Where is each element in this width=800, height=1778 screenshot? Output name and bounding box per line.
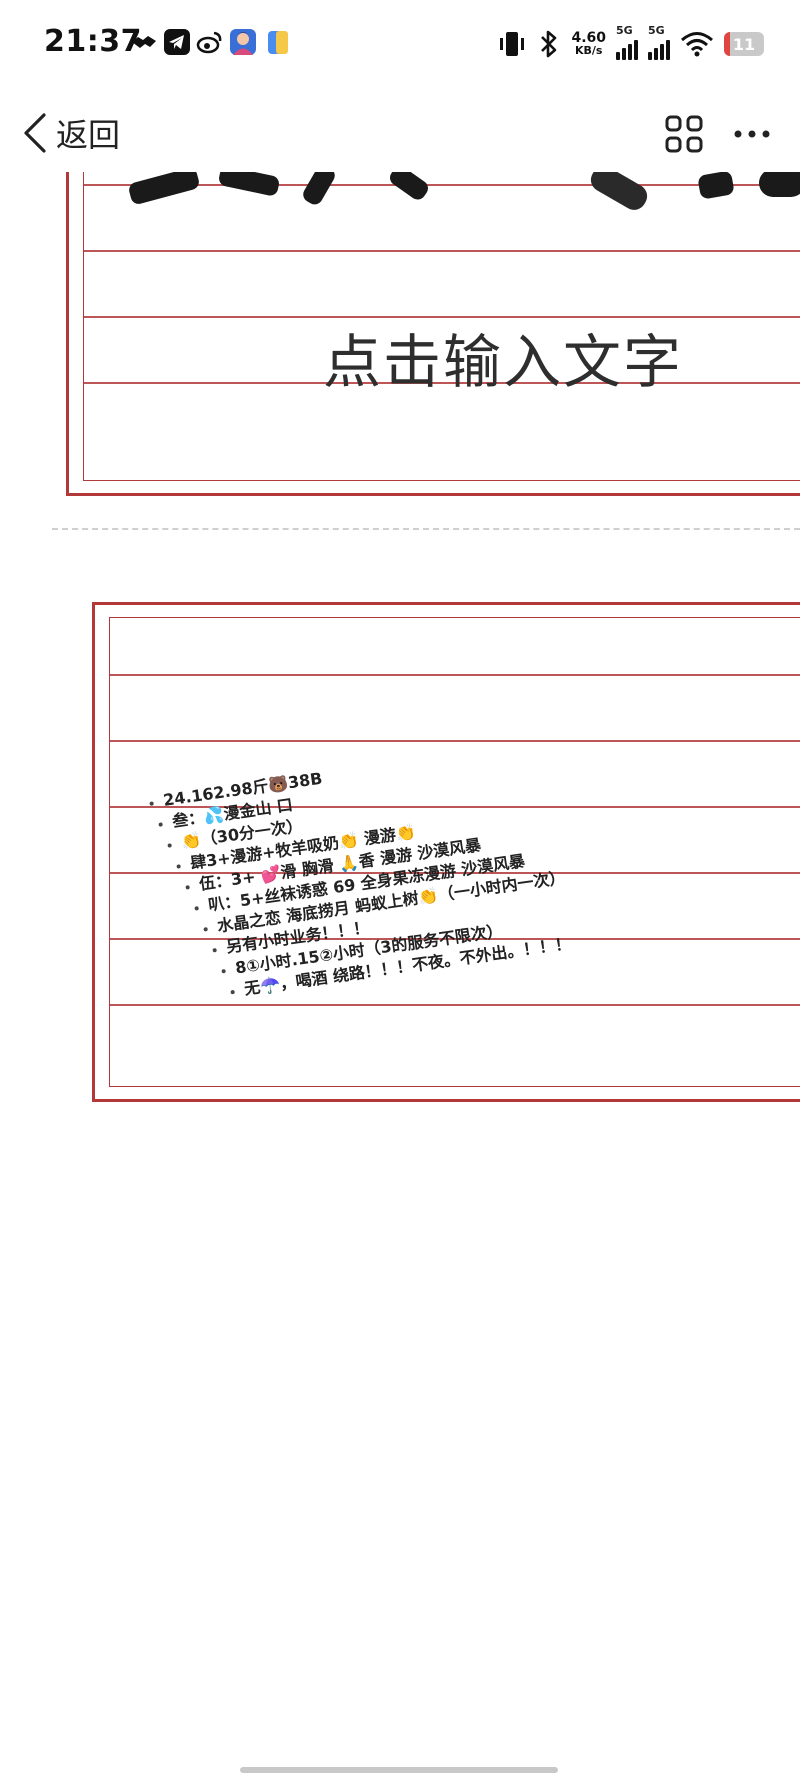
weibo-icon (196, 31, 222, 54)
game-app-icon (230, 29, 256, 55)
network-speed-unit: KB/s (574, 44, 603, 57)
signal-label-sim2: 5G (648, 24, 665, 37)
battery-indicator: 11 (724, 32, 764, 56)
text-placeholder[interactable]: 点击输入文字 (323, 328, 684, 396)
page-card-1[interactable]: 点击输入文字 (66, 172, 800, 496)
page-card-1-inner (83, 172, 800, 481)
page-card-2-inner (109, 617, 800, 1087)
status-time: 21:37 (44, 24, 142, 59)
grid-view-button[interactable] (664, 114, 704, 154)
signal-label-sim1: 5G (616, 24, 633, 37)
brush-stroke (759, 172, 800, 197)
network-speed: 4.60 KB/s (571, 31, 606, 57)
signal-strength-sim2: 5G (648, 24, 670, 60)
page-card-2[interactable] (92, 602, 800, 1102)
document-canvas[interactable]: 点击输入文字 24.162.98斤🐻38B 叁：💦漫金山 口 👏（30分一次） … (0, 172, 800, 1778)
nav-bar: 返回 (0, 96, 800, 172)
files-app-icon (268, 31, 288, 54)
battery-icon: 11 (724, 32, 764, 56)
signal-strength-sim1: 5G (616, 24, 638, 60)
network-speed-value: 4.60 (571, 30, 606, 46)
home-indicator[interactable] (240, 1767, 558, 1773)
status-bar: 21:37 4.60 KB/s 5G (0, 0, 800, 90)
wifi-icon (681, 32, 713, 57)
telegram-icon (164, 29, 190, 55)
back-label: 返回 (56, 116, 121, 154)
back-button[interactable]: 返回 (22, 110, 120, 156)
vibrate-icon (500, 32, 525, 56)
bluetooth-icon (541, 30, 557, 58)
page-divider (52, 528, 800, 530)
battery-level: 11 (732, 34, 756, 54)
chevron-left-icon (24, 113, 46, 153)
more-options-button[interactable] (730, 114, 774, 154)
status-indicators: 4.60 KB/s 5G 5G 11 (497, 24, 764, 64)
handshake-icon (132, 36, 156, 48)
